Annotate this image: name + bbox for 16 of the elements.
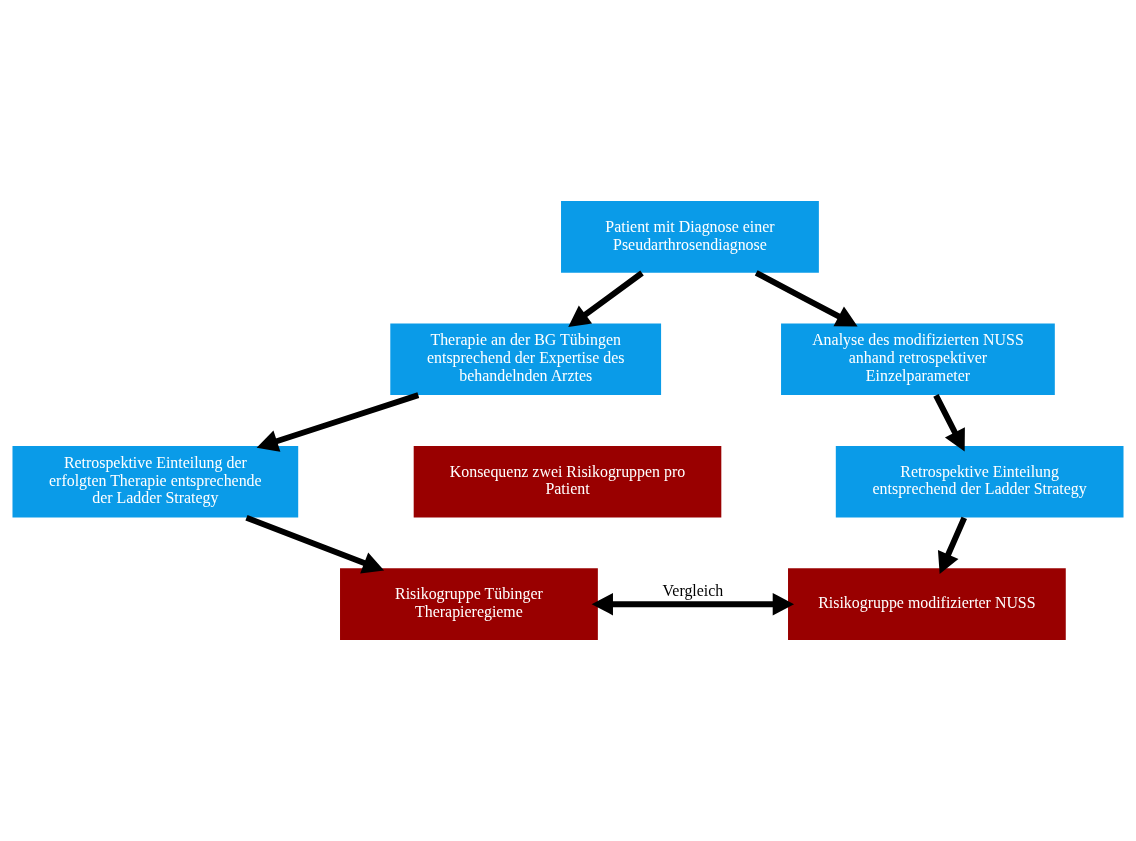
arrow (245, 514, 385, 574)
node-box: Retrospektive Einteilung entsprechend der Ladder Strategy (835, 445, 1124, 518)
arrow (933, 394, 965, 452)
node-box: Patient mit Diagnose einer Pseudarthrosendiagnose (561, 201, 819, 273)
node-box: Therapie an der BG Tübingen entsprechend der Expertise des behandelnden Arztes (390, 323, 662, 396)
arrow (568, 270, 644, 328)
node-box: Retrospektive Einteilung der erfolgten Therapie entsprechende der Ladder Strategy (12, 445, 299, 518)
arrow (256, 392, 420, 452)
arrow (754, 270, 858, 327)
node-box: Konsequenz zwei Risikogruppen pro Patient (413, 445, 722, 518)
node-box: Risikogruppe modifizierter NUSS (788, 568, 1066, 640)
arrow (591, 592, 795, 616)
node-box: Risikogruppe Tübinger Therapieregieme (340, 568, 598, 640)
node-box: Analyse des modifizierten NUSS anhand retrospektiver Einzelparameter (781, 323, 1055, 396)
edge-label: Vergleich (662, 582, 724, 600)
arrow (937, 516, 967, 575)
